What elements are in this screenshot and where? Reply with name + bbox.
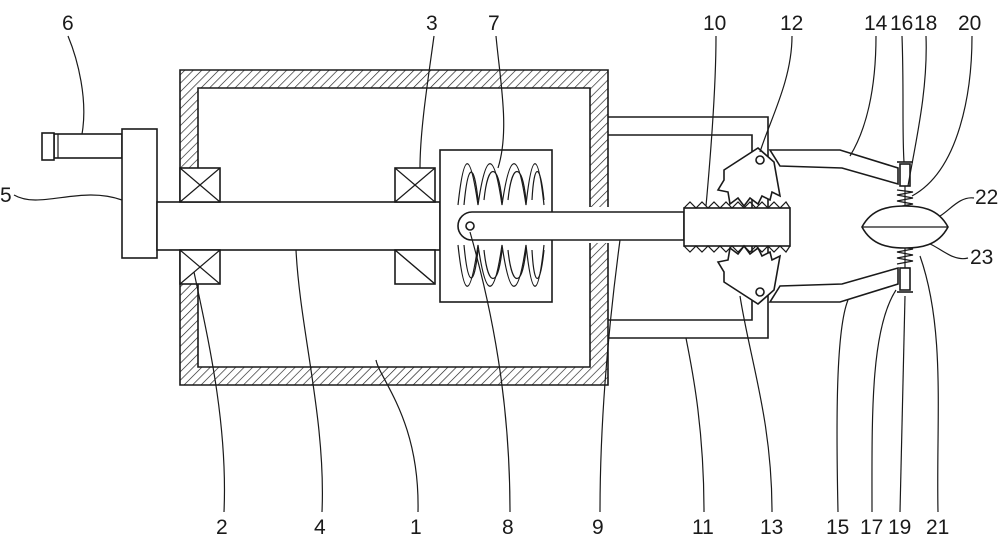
spring-upper — [457, 163, 545, 206]
spring-small-upper — [896, 189, 914, 208]
label-13: 13 — [760, 516, 783, 539]
label-11: 11 — [692, 516, 714, 539]
label-5: 5 — [0, 184, 12, 207]
label-16: 16 — [890, 12, 913, 35]
bearing-lower-right — [394, 249, 436, 285]
spring-small-lower — [896, 245, 914, 265]
label-4: 4 — [314, 516, 326, 539]
flange-plate — [121, 128, 158, 259]
gear-pivot-lower — [755, 287, 765, 297]
main-shaft — [156, 201, 441, 251]
rack-teeth-top — [683, 201, 791, 209]
label-20: 20 — [958, 12, 981, 35]
spring-upper-inner — [463, 170, 545, 206]
pivot-pin — [465, 221, 475, 231]
rack-teeth-bottom — [683, 245, 791, 253]
bearing-lower-left — [179, 249, 221, 285]
label-9: 9 — [592, 516, 604, 539]
label-19: 19 — [888, 516, 911, 539]
bearing-upper-left — [179, 167, 221, 203]
label-14: 14 — [864, 12, 888, 35]
label-12: 12 — [780, 12, 803, 35]
label-1: 1 — [410, 516, 422, 539]
nut-lower — [899, 267, 911, 291]
gear-pivot-upper — [755, 155, 765, 165]
clamp-arm-lower — [768, 266, 899, 303]
label-22: 22 — [975, 186, 998, 209]
handle-cap — [41, 132, 55, 161]
label-15: 15 — [826, 516, 849, 539]
label-23: 23 — [970, 246, 993, 269]
label-2: 2 — [216, 516, 228, 539]
label-6: 6 — [62, 12, 74, 35]
gear-sector-upper — [716, 147, 782, 208]
rack — [683, 207, 791, 247]
leader-lines — [13, 35, 975, 513]
spring-lower — [457, 244, 545, 287]
label-10: 10 — [703, 12, 726, 35]
spring-lower-inner — [463, 244, 545, 280]
bearing-upper-right — [394, 167, 436, 203]
push-rod — [457, 211, 685, 241]
label-18: 18 — [914, 12, 937, 35]
label-17: 17 — [860, 516, 883, 539]
handle-rod — [53, 133, 123, 159]
label-3: 3 — [426, 12, 438, 35]
label-8: 8 — [502, 516, 514, 539]
clamp-arm-upper — [768, 149, 899, 186]
gear-sector-lower — [716, 244, 782, 305]
label-21: 21 — [926, 516, 949, 539]
label-7: 7 — [488, 12, 500, 35]
